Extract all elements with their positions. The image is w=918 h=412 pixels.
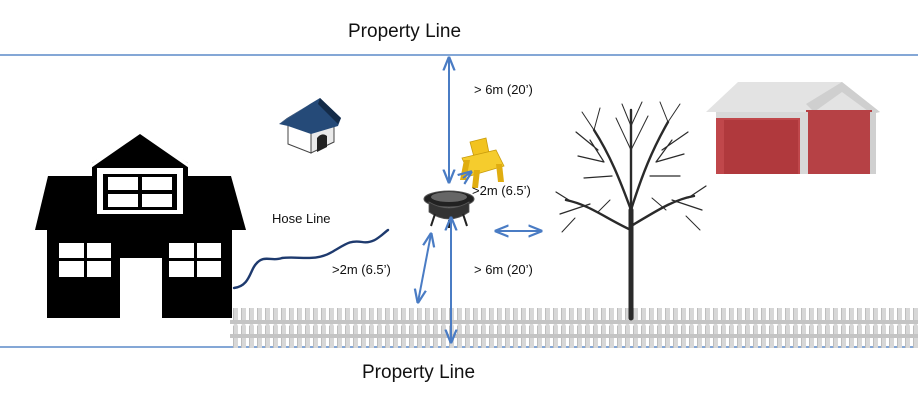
house-icon	[35, 128, 246, 318]
property-line-top-label: Property Line	[348, 21, 462, 42]
fence-icon	[230, 308, 918, 348]
distance-chair-label: >2m (6.5’)	[472, 183, 531, 198]
doghouse-icon	[279, 98, 341, 154]
fire-pit-icon	[423, 190, 475, 228]
chair-icon	[460, 137, 505, 188]
arrow-house-distance	[418, 234, 431, 302]
tree-icon	[555, 101, 707, 321]
distance-top-label: > 6m (20’)	[474, 82, 533, 97]
property-line-bottom-label: Property Line	[362, 362, 476, 383]
shed-icon	[706, 82, 880, 174]
distance-bottom-label: > 6m (20’)	[474, 262, 533, 277]
distance-house-label: >2m (6.5’)	[332, 262, 391, 277]
hose-line-label: Hose Line	[272, 211, 331, 226]
arrow-chair-distance	[463, 172, 471, 178]
hose-line	[232, 228, 390, 290]
